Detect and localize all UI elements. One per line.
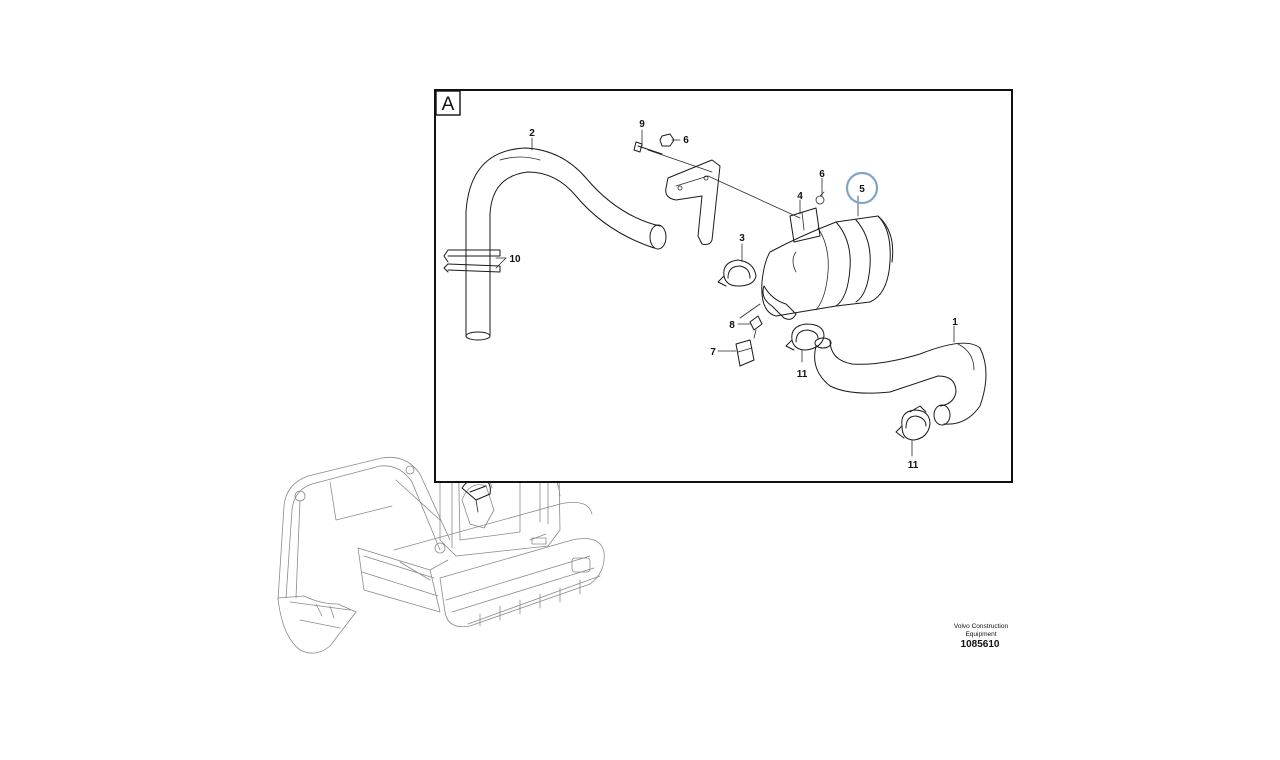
part-label: 5 [859,184,865,195]
air-filter-housing [761,191,894,320]
part-labels: 1 2 3 4 5 6 6 7 8 9 10 11 11 [509,119,958,471]
bolt-9 [633,141,663,155]
detail-frame [434,89,1013,483]
track-assembly [393,501,605,628]
doc-number: 1085610 [961,639,1000,650]
part-label: 3 [739,233,745,244]
view-label-box [435,90,461,116]
highlight-ring [845,171,879,205]
footer-credit: Volvo Construction Equipment 1085610 [954,623,1009,650]
part-label: 2 [529,128,535,139]
detail-view-a: A [434,89,1013,483]
part-label: 9 [639,119,645,130]
alignment-lines [647,149,801,319]
hose-clamp-10 [443,249,501,273]
intake-hose-lower [814,337,987,426]
credit-line1: Volvo Construction [954,623,1009,630]
clamp-11-lower [895,405,931,441]
nut-6-upper [659,133,675,147]
part-label: 11 [908,460,919,471]
boom-arm [277,456,451,601]
view-label: A [442,94,455,115]
part-label: 6 [683,135,689,146]
part-label: 6 [819,169,825,180]
part-label: 11 [797,369,808,380]
mounting-bracket [665,159,721,245]
clamp-11-upper [785,323,825,351]
part-label: 8 [729,320,735,331]
dozer-blade [357,547,449,613]
part-label: 1 [952,317,958,328]
part-label: 10 [509,254,521,265]
leader-lines [495,129,955,457]
part-label: 4 [797,191,803,202]
clamp-3 [717,259,757,287]
bucket [277,595,357,654]
restriction-indicator [735,315,763,367]
credit-line2: Equipment [965,631,996,638]
part-label: 7 [710,347,716,358]
intake-hose-upper [465,147,667,341]
